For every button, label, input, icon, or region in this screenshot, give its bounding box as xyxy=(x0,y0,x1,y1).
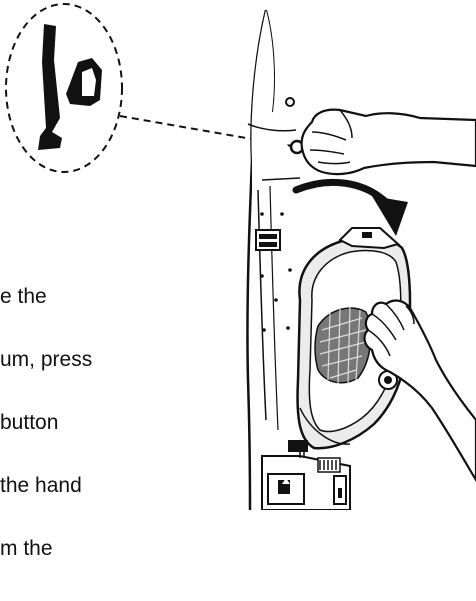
instruction-line: button xyxy=(0,412,232,433)
hand-icon xyxy=(302,110,476,174)
connector-port-icon xyxy=(256,230,280,250)
instruction-line: the hand xyxy=(0,475,232,496)
handheld-vacuum-icon xyxy=(38,24,102,150)
instruction-text: e the um, press button the hand m the xyxy=(0,244,232,601)
instruction-line: m the xyxy=(0,538,232,559)
diagram-canvas: e the um, press button the hand m the xyxy=(0,0,476,510)
instruction-line: e the xyxy=(0,286,232,307)
instruction-line: um, press xyxy=(0,349,232,370)
inset-callout xyxy=(6,4,122,172)
vacuum-body xyxy=(247,10,303,510)
